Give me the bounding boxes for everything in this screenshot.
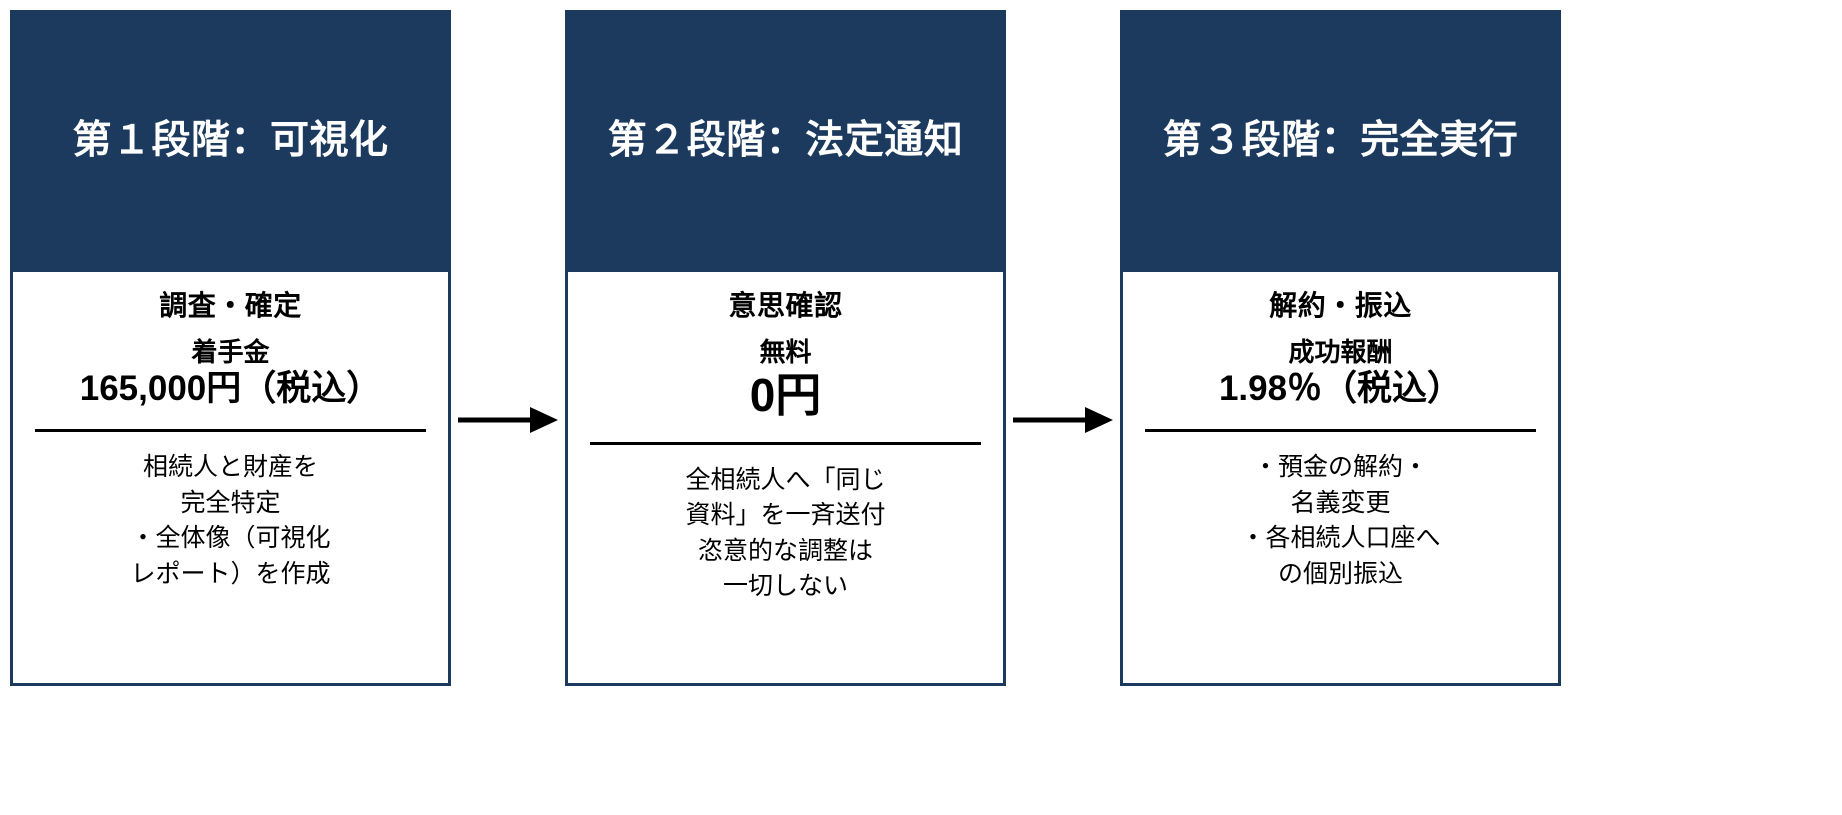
description-line: 恣意的な調整は <box>697 536 873 565</box>
stage-body-1: 調査・確定 着手金 165,000円（税込） 相続人と財産を 完全特定 ・全体像… <box>10 272 451 686</box>
stage-header-1: 第１段階：可視化 <box>10 10 451 272</box>
description-line: 全相続人へ「同じ <box>685 465 886 494</box>
stage-header-3: 第３段階：完全実行 <box>1120 10 1561 272</box>
arrow-right-icon <box>1013 407 1113 433</box>
description-line: レポート）を作成 <box>130 559 331 588</box>
stage-card-1: 第１段階：可視化 調査・確定 着手金 165,000円（税込） 相続人と財産を … <box>10 10 451 686</box>
stage-header-title-3: 第３段階：完全実行 <box>1162 118 1519 162</box>
description-line: 一切しない <box>722 572 848 601</box>
stage-description-3: ・預金の解約・ 名義変更 ・各相続人口座へ の個別振込 <box>1240 450 1440 592</box>
description-line: ・預金の解約・ <box>1252 453 1428 482</box>
description-line: ・全体像（可視化 <box>130 524 331 553</box>
stage-header-2: 第２段階：法定通知 <box>565 10 1006 272</box>
description-line: ・各相続人口座へ <box>1240 524 1441 553</box>
stage-body-2: 意思確認 無料 0円 全相続人へ「同じ 資料」を一斉送付 恣意的な調整は 一切し… <box>565 272 1006 686</box>
fee-label-2: 無料 <box>759 337 812 368</box>
divider-2 <box>590 441 981 445</box>
divider-3 <box>1145 429 1536 433</box>
description-line: 完全特定 <box>180 488 281 517</box>
stage-subtitle-1: 調査・確定 <box>159 290 302 321</box>
connector-1 <box>451 10 565 686</box>
fee-amount-1: 165,000円（税込） <box>79 368 382 408</box>
description-line: の個別振込 <box>1277 559 1403 588</box>
fee-label-3: 成功報酬 <box>1288 337 1393 368</box>
stage-subtitle-3: 解約・振込 <box>1269 290 1412 321</box>
stage-card-2: 第２段階：法定通知 意思確認 無料 0円 全相続人へ「同じ 資料」を一斉送付 恣… <box>565 10 1006 686</box>
stage-header-title-2: 第２段階：法定通知 <box>607 118 964 162</box>
stage-description-2: 全相続人へ「同じ 資料」を一斉送付 恣意的な調整は 一切しない <box>685 463 885 605</box>
divider-1 <box>35 429 426 433</box>
stage-card-3: 第３段階：完全実行 解約・振込 成功報酬 1.98％（税込） ・預金の解約・ 名… <box>1120 10 1561 686</box>
fee-label-1: 着手金 <box>191 337 270 368</box>
stage-body-3: 解約・振込 成功報酬 1.98％（税込） ・預金の解約・ 名義変更 ・各相続人口… <box>1120 272 1561 686</box>
fee-amount-2: 0円 <box>749 368 822 421</box>
fee-amount-3: 1.98％（税込） <box>1218 368 1463 408</box>
stage-description-1: 相続人と財産を 完全特定 ・全体像（可視化 レポート）を作成 <box>130 450 330 592</box>
stage-header-title-1: 第１段階：可視化 <box>72 118 389 162</box>
stage-subtitle-2: 意思確認 <box>728 290 843 321</box>
connector-2 <box>1006 10 1120 686</box>
description-line: 資料」を一斉送付 <box>685 501 886 530</box>
arrow-right-icon <box>458 407 558 433</box>
description-line: 相続人と財産を <box>142 453 318 482</box>
description-line: 名義変更 <box>1290 488 1391 517</box>
